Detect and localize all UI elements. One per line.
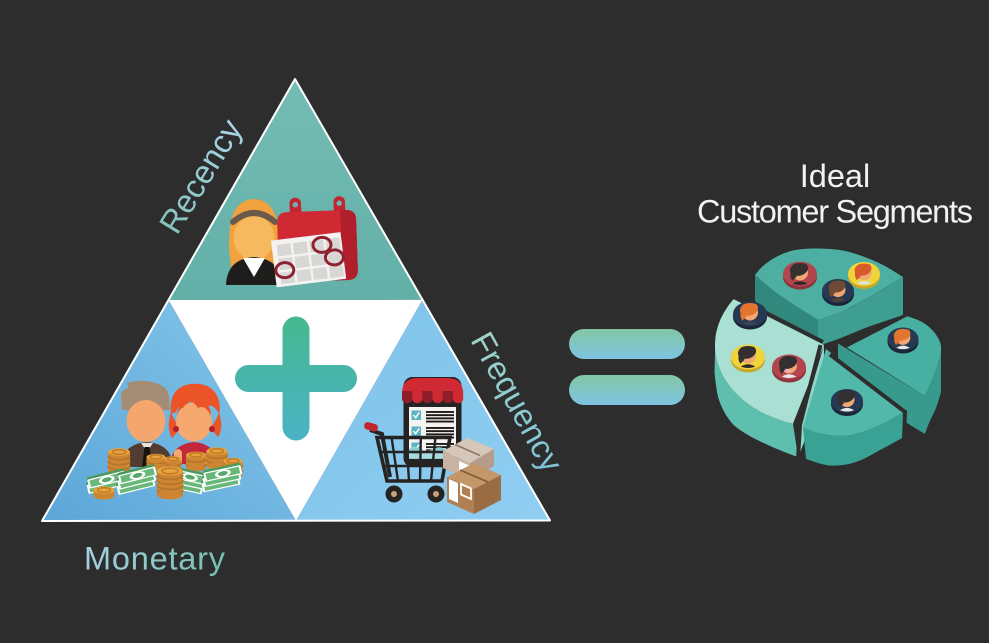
svg-text:Customer Segments: Customer Segments <box>697 194 973 230</box>
svg-text:Monetary: Monetary <box>84 541 226 577</box>
svg-text:Ideal: Ideal <box>800 158 870 194</box>
